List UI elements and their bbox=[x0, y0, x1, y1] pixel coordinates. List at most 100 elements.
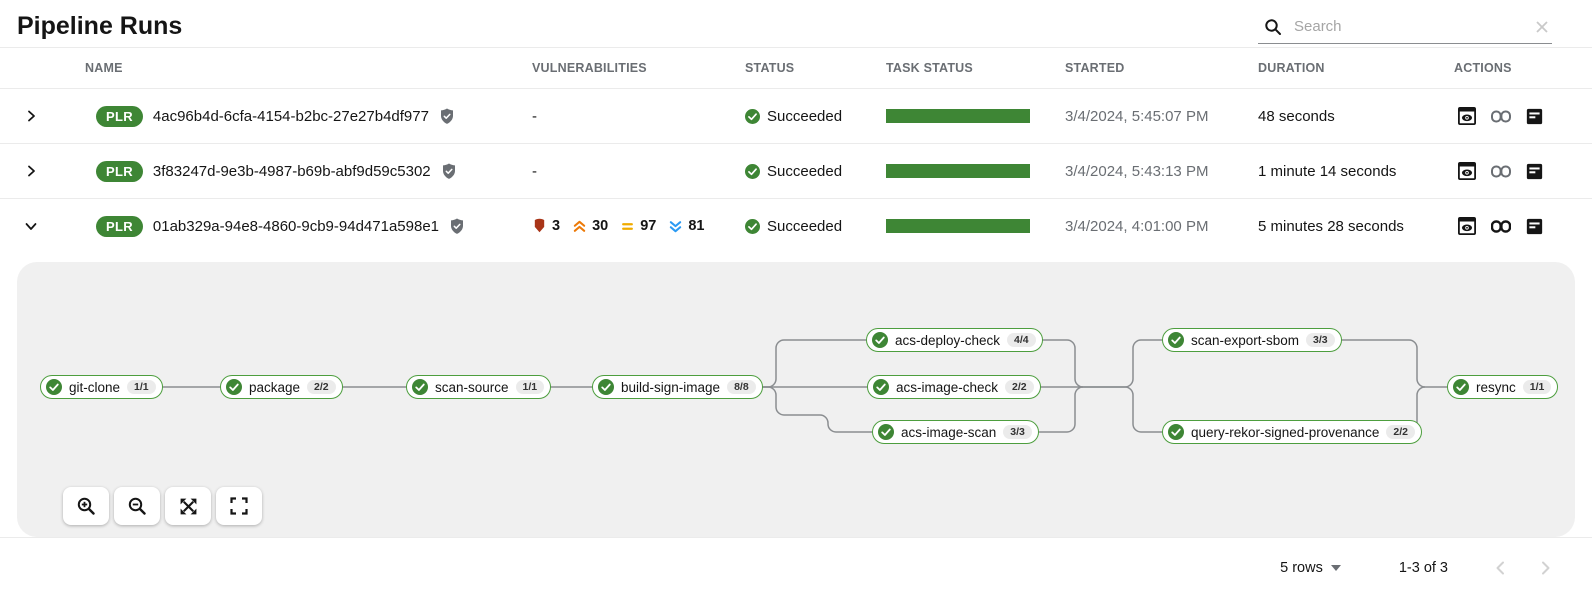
caret-down-icon bbox=[1330, 565, 1341, 571]
vulnerabilities-value: - bbox=[532, 107, 537, 125]
status-label: Succeeded bbox=[767, 162, 843, 180]
task-node-acs-image-check[interactable]: acs-image-check 2/2 bbox=[867, 375, 1041, 399]
zoom-in-button[interactable] bbox=[63, 487, 109, 525]
col-vulnerabilities: VULNERABILITIES bbox=[532, 61, 647, 75]
task-success-icon bbox=[46, 379, 62, 395]
page-title: Pipeline Runs bbox=[17, 12, 183, 40]
task-step-badge: 1/1 bbox=[1522, 380, 1552, 394]
pipeline-visualization[interactable]: git-clone 1/1 package 2/2 scan-source 1/… bbox=[17, 262, 1575, 537]
pipelinerun-name[interactable]: 4ac96b4d-6cfa-4154-b2bc-27e27b4df977 bbox=[152, 107, 429, 125]
col-duration: DURATION bbox=[1258, 61, 1325, 75]
table-footer: 5 rows 1-3 of 3 bbox=[0, 538, 1592, 598]
task-node-query-rekor-signed-provenance[interactable]: query-rekor-signed-provenance 2/2 bbox=[1162, 420, 1422, 444]
task-step-badge: 3/3 bbox=[1003, 425, 1032, 439]
medium-severity-icon bbox=[620, 219, 635, 234]
low-severity-icon bbox=[668, 219, 683, 234]
task-label: package bbox=[249, 379, 301, 395]
zoom-out-button[interactable] bbox=[114, 487, 160, 525]
table-row: PLR 3f83247d-9e3b-4987-b69b-abf9d59c5302… bbox=[0, 144, 1592, 199]
view-logs-icon[interactable] bbox=[1526, 108, 1543, 125]
task-node-git-clone[interactable]: git-clone 1/1 bbox=[40, 375, 163, 399]
high-severity-icon bbox=[572, 219, 587, 234]
task-node-acs-deploy-check[interactable]: acs-deploy-check 4/4 bbox=[866, 328, 1043, 352]
task-step-badge: 2/2 bbox=[1005, 380, 1034, 394]
critical-count: 3 bbox=[552, 218, 561, 234]
task-node-acs-image-scan[interactable]: acs-image-scan 3/3 bbox=[872, 420, 1039, 444]
critical-severity-icon bbox=[532, 218, 547, 234]
task-label: scan-export-sbom bbox=[1191, 332, 1300, 348]
pagination-range: 1-3 of 3 bbox=[1398, 560, 1448, 576]
task-success-icon bbox=[1168, 424, 1184, 440]
status-label: Succeeded bbox=[767, 217, 843, 235]
graph-controls bbox=[63, 487, 262, 525]
status-label: Succeeded bbox=[767, 107, 843, 125]
task-label: git-clone bbox=[69, 379, 121, 395]
link-icon[interactable] bbox=[1491, 165, 1511, 178]
view-logs-icon[interactable] bbox=[1526, 218, 1543, 235]
page-header: Pipeline Runs bbox=[0, 0, 1592, 47]
task-label: scan-source bbox=[435, 379, 509, 395]
signed-shield-icon bbox=[441, 163, 457, 180]
task-step-badge: 8/8 bbox=[727, 380, 756, 394]
view-output-icon[interactable] bbox=[1458, 162, 1476, 180]
task-success-icon bbox=[873, 379, 889, 395]
table-row: PLR 4ac96b4d-6cfa-4154-b2bc-27e27b4df977… bbox=[0, 89, 1592, 144]
next-page-icon[interactable] bbox=[1536, 556, 1556, 580]
duration-value: 1 minute 14 seconds bbox=[1258, 162, 1397, 180]
task-success-icon bbox=[1453, 379, 1469, 395]
table-row: PLR 01ab329a-94e8-4860-9cb9-94d471a598e1… bbox=[0, 199, 1592, 253]
search-input[interactable] bbox=[1292, 17, 1524, 36]
high-count: 30 bbox=[592, 218, 609, 234]
status-success-icon bbox=[745, 108, 760, 124]
view-output-icon[interactable] bbox=[1458, 217, 1476, 235]
task-label: acs-image-check bbox=[896, 379, 999, 395]
plr-badge: PLR bbox=[96, 160, 143, 182]
task-success-icon bbox=[598, 379, 614, 395]
table-header: NAME VULNERABILITIES STATUS TASK STATUS … bbox=[0, 47, 1592, 89]
task-node-resync[interactable]: resync 1/1 bbox=[1447, 375, 1559, 399]
view-logs-icon[interactable] bbox=[1526, 163, 1543, 180]
task-node-scan-source[interactable]: scan-source 1/1 bbox=[406, 375, 552, 399]
pipelinerun-name[interactable]: 01ab329a-94e8-4860-9cb9-94d471a598e1 bbox=[152, 217, 439, 235]
link-icon[interactable] bbox=[1491, 110, 1511, 123]
expand-row-icon[interactable] bbox=[22, 162, 40, 180]
task-step-badge: 4/4 bbox=[1007, 333, 1036, 347]
search-icon bbox=[1264, 18, 1282, 36]
expand-row-icon[interactable] bbox=[22, 107, 40, 125]
task-success-icon bbox=[412, 379, 428, 395]
fit-to-screen-button[interactable] bbox=[165, 487, 211, 525]
col-task-status: TASK STATUS bbox=[886, 61, 973, 75]
reset-view-button[interactable] bbox=[216, 487, 262, 525]
task-step-badge: 1/1 bbox=[127, 380, 156, 394]
clear-search-icon[interactable] bbox=[1534, 19, 1550, 35]
plr-badge: PLR bbox=[96, 215, 143, 237]
pipelinerun-name[interactable]: 3f83247d-9e3b-4987-b69b-abf9d59c5302 bbox=[152, 162, 431, 180]
previous-page-icon[interactable] bbox=[1490, 556, 1510, 580]
task-node-build-sign-image[interactable]: build-sign-image 8/8 bbox=[592, 375, 763, 399]
link-icon[interactable] bbox=[1491, 219, 1511, 233]
medium-count: 97 bbox=[640, 218, 657, 234]
task-status-bar bbox=[886, 164, 1030, 178]
search-box[interactable] bbox=[1258, 12, 1552, 44]
rows-per-page-label: 5 rows bbox=[1280, 560, 1323, 576]
status-success-icon bbox=[745, 218, 760, 234]
started-timestamp: 3/4/2024, 5:43:13 PM bbox=[1065, 162, 1209, 180]
task-success-icon bbox=[226, 379, 242, 395]
started-timestamp: 3/4/2024, 5:45:07 PM bbox=[1065, 107, 1209, 125]
started-timestamp: 3/4/2024, 4:01:00 PM bbox=[1065, 217, 1209, 235]
collapse-row-icon[interactable] bbox=[22, 217, 40, 235]
task-node-scan-export-sbom[interactable]: scan-export-sbom 3/3 bbox=[1162, 328, 1342, 352]
task-node-package[interactable]: package 2/2 bbox=[220, 375, 343, 399]
task-status-bar bbox=[886, 219, 1030, 233]
col-status: STATUS bbox=[745, 61, 795, 75]
view-output-icon[interactable] bbox=[1458, 107, 1476, 125]
signed-shield-icon bbox=[449, 218, 465, 235]
task-label: acs-deploy-check bbox=[895, 332, 1001, 348]
col-started: STARTED bbox=[1065, 61, 1125, 75]
low-count: 81 bbox=[688, 218, 705, 234]
task-success-icon bbox=[878, 424, 894, 440]
rows-per-page-select[interactable]: 5 rows bbox=[1274, 559, 1347, 577]
task-step-badge: 1/1 bbox=[515, 380, 545, 394]
duration-value: 48 seconds bbox=[1258, 107, 1335, 125]
task-step-badge: 2/2 bbox=[1386, 425, 1415, 439]
